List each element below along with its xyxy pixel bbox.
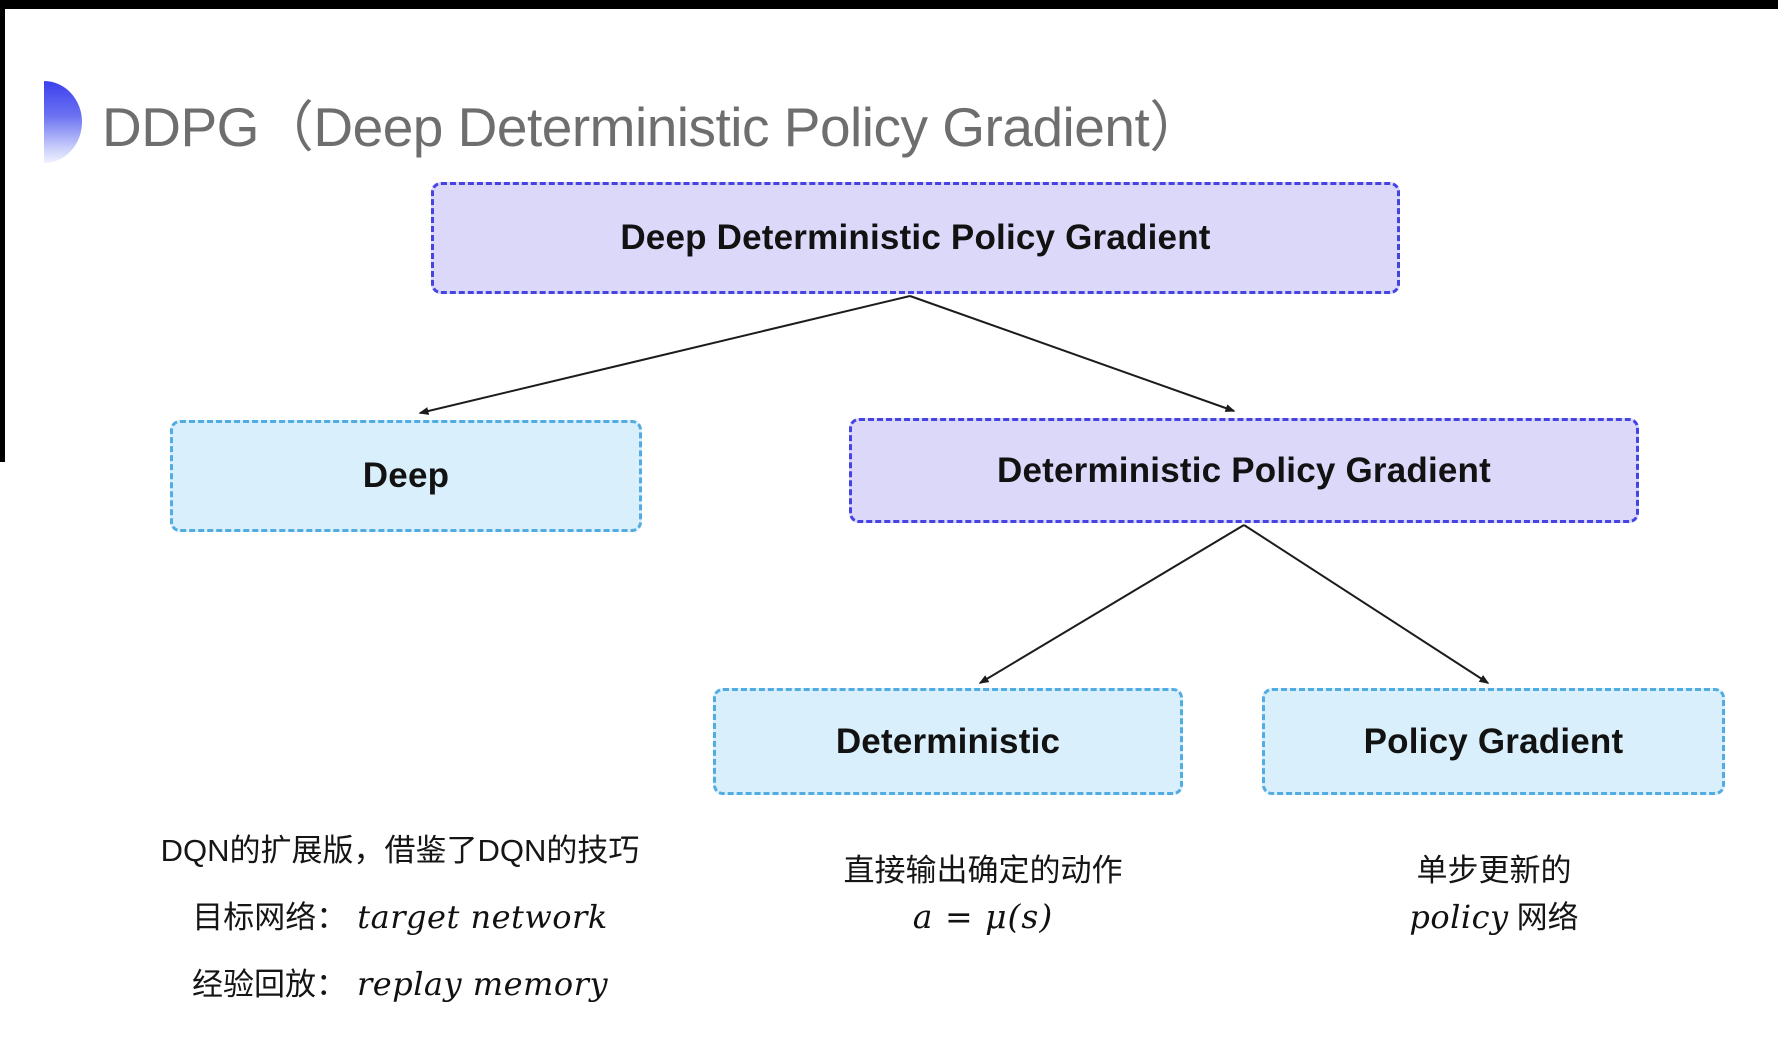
- node-deterministic-policy-gradient: Deterministic Policy Gradient: [849, 418, 1639, 523]
- note-deep: DQN的扩展版，借鉴了DQN的技巧 目标网络： target network 经验…: [100, 832, 700, 1004]
- node-policy-gradient: Policy Gradient: [1262, 688, 1725, 795]
- note-deep-line3: 经验回放： replay memory: [100, 965, 700, 1004]
- note-deterministic: 直接输出确定的动作 a = μ(s): [733, 852, 1233, 936]
- note-deep-line2-term: target network: [357, 898, 608, 936]
- page-title: DDPG（Deep Deterministic Policy Gradient）: [102, 96, 1204, 158]
- note-policy-gradient-line2-term: policy: [1409, 898, 1509, 936]
- note-deep-line1: DQN的扩展版，借鉴了DQN的技巧: [160, 833, 640, 868]
- arrow-dpg-to-deterministic: [978, 524, 1245, 684]
- node-label: Deep: [362, 456, 450, 495]
- title-bullet-icon: [44, 81, 82, 163]
- node-label: Deterministic: [835, 721, 1061, 761]
- window-edge-top: [0, 0, 1778, 9]
- note-deterministic-formula: a = μ(s): [912, 897, 1054, 936]
- note-deep-line3-label: 经验回放：: [191, 967, 347, 1002]
- note-deep-line2-label: 目标网络：: [192, 900, 348, 935]
- note-policy-gradient-line1: 单步更新的: [1416, 853, 1572, 888]
- node-deep: Deep: [170, 420, 642, 532]
- slide-header: DDPG（Deep Deterministic Policy Gradient）: [44, 78, 1204, 166]
- note-deep-line2: 目标网络： target network: [100, 898, 700, 937]
- arrow-dpg-to-policy-gradient: [1243, 524, 1490, 684]
- node-deep-deterministic-policy-gradient: Deep Deterministic Policy Gradient: [431, 182, 1400, 294]
- window-edge-left: [0, 0, 5, 462]
- node-label: Deep Deterministic Policy Gradient: [620, 218, 1211, 257]
- node-label: Policy Gradient: [1363, 721, 1624, 761]
- note-policy-gradient-line2-suffix: 网络: [1516, 900, 1579, 935]
- node-label: Deterministic Policy Gradient: [996, 450, 1491, 490]
- note-deterministic-line1: 直接输出确定的动作: [843, 853, 1123, 888]
- note-deep-line3-term: replay memory: [356, 965, 609, 1003]
- arrow-root-to-dpg: [909, 295, 1236, 412]
- arrow-root-to-deep: [418, 295, 911, 415]
- node-deterministic: Deterministic: [713, 688, 1183, 795]
